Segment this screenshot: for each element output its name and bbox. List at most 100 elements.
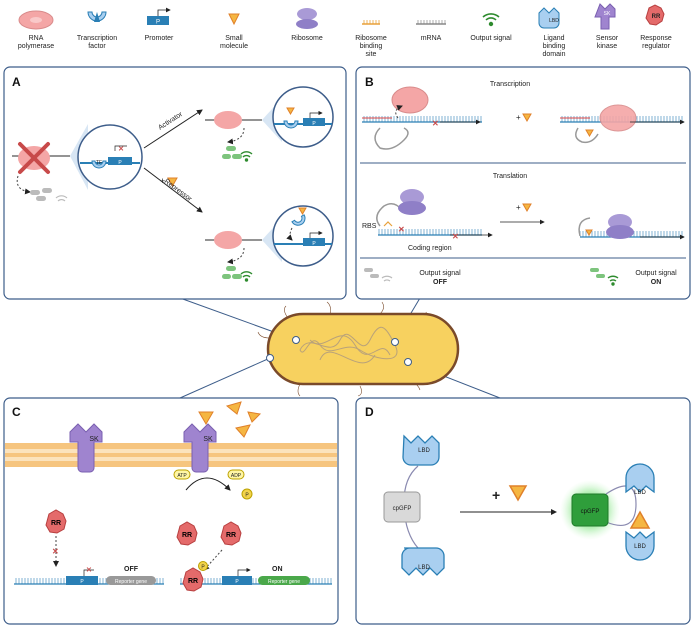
legend-label-tf-2: factor	[88, 43, 106, 50]
legend-label-rbs-1: Ribosome	[355, 35, 387, 42]
cell-body	[266, 312, 460, 386]
rnap-blocked	[12, 142, 70, 202]
green-protein-icon	[222, 146, 242, 159]
blocked-x-icon	[18, 142, 50, 174]
rbs-label: RBS	[362, 223, 377, 230]
output-signal-on-label: Output signal	[635, 270, 677, 277]
reporter-gene-off: Reporter gene	[115, 579, 147, 585]
legend-item-rbs: Ribosome binding site	[355, 20, 387, 58]
zoom-circle-a-left: P TF ✕	[70, 124, 143, 190]
lbd-icon: LBD	[538, 7, 560, 29]
output-off: Output signal OFF	[364, 268, 461, 286]
inducer-add: +	[160, 176, 178, 188]
panel-b: B Transcription Translation ✕ +	[355, 66, 691, 300]
output-on: Output signal ON	[590, 268, 677, 286]
cpgfp-off-label: cpGFP	[393, 506, 412, 512]
svg-text:✕: ✕	[452, 232, 459, 241]
legend: RNA polymerase Transcription factor P Pr…	[18, 3, 672, 58]
plus-sign-d: +	[492, 487, 500, 503]
panel-a-frame	[3, 66, 347, 300]
repressor-outcome: P	[205, 205, 334, 282]
phosphate-label-2: P	[201, 565, 205, 571]
lbd-top-on	[625, 463, 655, 494]
legend-item-promoter: P Promoter	[145, 7, 174, 42]
transcription-on	[560, 104, 685, 144]
off-label-c: OFF	[124, 566, 139, 573]
ribosome-icon	[296, 8, 318, 29]
legend-label-mrna: mRNA	[421, 35, 442, 42]
translation-inducer: +	[500, 203, 545, 225]
panel-a-letter: A	[12, 75, 21, 89]
legend-item-lbd: LBD Ligand binding domain	[538, 7, 566, 58]
lbd-label-off-bottom: LBD	[418, 565, 430, 571]
legend-label-promoter: Promoter	[145, 35, 174, 42]
legend-label-ribosome: Ribosome	[291, 35, 323, 42]
rr-label-2: RR	[182, 532, 192, 539]
legend-item-ribosome: Ribosome	[291, 8, 323, 42]
legend-item-rr: RR Response regulator	[640, 4, 672, 50]
adp-label: ADP	[231, 473, 242, 479]
small-molecule-icon	[522, 113, 532, 123]
legend-label-rr-2: regulator	[642, 43, 670, 50]
gene-on: RR P P Reporter gene ON	[180, 561, 332, 592]
panel-b-letter: B	[365, 75, 374, 89]
legend-label-sm-2: molecule	[220, 43, 248, 50]
reporter-gene-on: Reporter gene	[268, 579, 300, 585]
rbs-icon	[362, 20, 380, 25]
translation-off: ✕ ✕ RBS Coding region	[362, 189, 493, 252]
lbd-glyph: LBD	[549, 18, 559, 24]
rr-label-1: RR	[51, 520, 61, 527]
lbd-label-on-top: LBD	[634, 490, 646, 496]
svg-text:✕: ✕	[52, 547, 59, 556]
promoter-glyph-a1: P	[118, 160, 122, 166]
off-label-b: OFF	[433, 279, 448, 286]
sensor-on: cpGFP LBD LBD	[560, 463, 655, 561]
cell-membrane	[5, 443, 337, 467]
transcription-heading: Transcription	[490, 81, 530, 88]
small-molecule-icon	[228, 13, 240, 26]
signal-on-icon-2	[240, 271, 253, 282]
promoter-icon: P	[147, 7, 171, 26]
legend-label-rnap-2: polymerase	[18, 43, 54, 50]
atp-adp-cycle: ATP ADP P	[173, 469, 253, 500]
legend-item-small-molecule: Small molecule	[220, 13, 248, 50]
legend-item-sk: SK Sensor kinase	[594, 3, 619, 50]
promoter-glyph-a2: P	[312, 121, 316, 127]
promoter-label-c1: P	[80, 579, 84, 585]
legend-label-sm-1: Small	[225, 35, 243, 42]
transcription-off: ✕	[362, 86, 482, 150]
svg-text:✕: ✕	[86, 567, 92, 574]
activator-outcome: P	[205, 86, 334, 162]
legend-label-sk-1: Sensor	[596, 35, 619, 42]
transcription-inducer: +	[516, 113, 532, 123]
legend-item-output-signal: Output signal	[470, 13, 512, 42]
cell-spot-a	[292, 336, 300, 344]
rna-polymerase-icon	[18, 10, 54, 30]
sensor-off: cpGFP LBD	[383, 434, 445, 576]
rr-phospho-pair: RR RR	[176, 521, 242, 571]
signal-off-icon	[55, 195, 68, 202]
cell-spot-d	[404, 358, 412, 366]
sensor-kinase-inactive: SK	[69, 423, 103, 473]
lbd-bottom-off	[401, 547, 445, 576]
promoter-glyph-a3: P	[312, 241, 316, 247]
mrna-icon	[416, 20, 446, 25]
panel-d-letter: D	[365, 405, 374, 419]
panel-c: C SK SK ATP ADP P	[3, 397, 339, 625]
on-label-b: ON	[651, 279, 662, 286]
promoter-label-c2: P	[235, 579, 239, 585]
ligand-bound-icon	[629, 510, 651, 529]
rr-inactive: RR ✕	[45, 509, 67, 567]
small-molecule-icon	[522, 203, 532, 213]
wifi-signal-icon	[482, 13, 500, 27]
panel-a: A P TF ✕	[3, 66, 347, 300]
small-molecule-icon	[508, 485, 528, 502]
translation-on	[578, 214, 685, 240]
cell-spot-c	[266, 354, 274, 362]
rr-label-4: RR	[188, 578, 198, 585]
phosphate-label-1: P	[245, 493, 249, 499]
promoter-glyph: P	[156, 20, 160, 26]
legend-item-rnap: RNA polymerase	[18, 10, 54, 50]
atp-label: ATP	[177, 473, 187, 479]
lbd-label-off-top: LBD	[418, 448, 430, 454]
